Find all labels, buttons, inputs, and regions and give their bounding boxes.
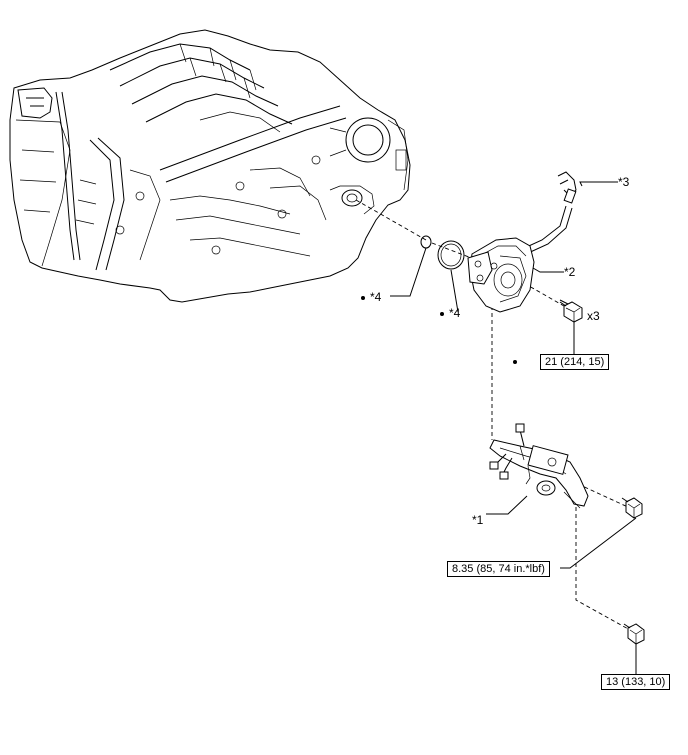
vacuum-hose — [557, 171, 577, 204]
o-ring-large — [437, 240, 465, 270]
reuse-marker-dot — [440, 312, 444, 316]
engine-assembly-illustration — [9, 29, 411, 303]
torque-spec-pump-bolts: 21 (214, 15) — [540, 354, 610, 370]
leader-lines — [390, 181, 637, 674]
quantity-pump-bolts: x3 — [587, 309, 600, 323]
torque-spec-bracket-bolts: 8.35 (85, 74 in.*lbf) — [447, 561, 550, 577]
callout-part-3: *3 — [618, 175, 630, 189]
callout-part-2: *2 — [564, 265, 576, 279]
o-ring-small — [420, 235, 432, 249]
vacuum-pump — [467, 205, 573, 313]
reuse-marker-dot — [513, 360, 517, 364]
bracket-bolt — [621, 497, 643, 519]
callout-part-1: *1 — [472, 513, 484, 527]
harness-bracket — [489, 423, 589, 509]
reuse-marker-dot — [361, 296, 365, 300]
callout-part-4-large: *4 — [449, 306, 461, 320]
lower-bolt — [623, 623, 645, 645]
pump-bolt — [559, 299, 583, 323]
callout-part-4-small: *4 — [370, 290, 382, 304]
torque-spec-lower-bolt: 13 (133, 10) — [601, 674, 671, 690]
